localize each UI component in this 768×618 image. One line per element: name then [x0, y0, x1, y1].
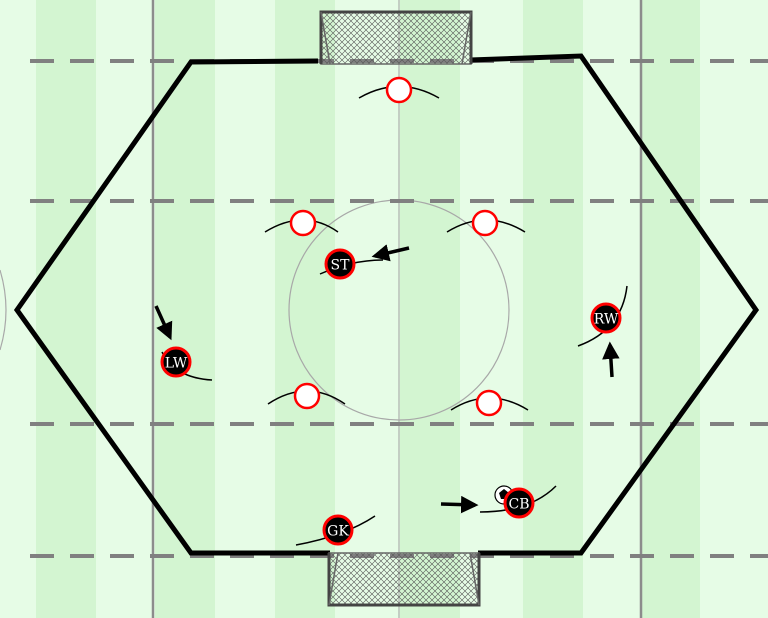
stripe — [36, 0, 96, 618]
hexagon-boundary — [13, 53, 760, 556]
player-marker — [590, 302, 622, 334]
players: ST LW RW CB GK — [160, 248, 622, 546]
player-label: RW — [594, 312, 619, 328]
arrow-rw — [602, 341, 620, 378]
cones — [264, 76, 529, 417]
player-st: ST — [324, 248, 356, 280]
stripe — [523, 0, 583, 618]
cone-lower-right — [475, 389, 503, 417]
stripe — [155, 0, 215, 618]
bottom-goal — [327, 552, 481, 607]
goal-frame — [319, 10, 473, 64]
goal-side — [328, 552, 480, 606]
player-cb: CB — [503, 487, 535, 519]
player-label: LW — [165, 356, 188, 372]
player-label: ST — [331, 258, 351, 274]
player-marker — [160, 346, 192, 378]
player-label: GK — [327, 524, 349, 540]
left-circle-arc — [0, 269, 7, 351]
goal-frame — [327, 553, 481, 607]
arrow-lw — [154, 305, 173, 341]
top-goal — [319, 10, 473, 65]
stripe — [640, 0, 700, 618]
stripe — [400, 0, 460, 618]
cone-upper-left — [289, 209, 317, 237]
goal-side — [320, 11, 472, 65]
player-label: CB — [509, 497, 530, 513]
movement-arrows — [154, 244, 620, 514]
player-rw: RW — [590, 302, 622, 334]
player-marker — [322, 514, 354, 546]
arrow-cb — [440, 495, 479, 514]
goal-net — [328, 552, 480, 606]
cone-upper-right — [471, 209, 499, 237]
cone-top — [385, 76, 413, 104]
player-marker — [324, 248, 356, 280]
player-gk: GK — [322, 514, 354, 546]
stripe — [275, 0, 335, 618]
player-lw: LW — [160, 346, 192, 378]
goal-net — [320, 11, 472, 65]
arrow-st — [371, 244, 410, 262]
cone-lower-left — [293, 382, 321, 410]
player-marker — [503, 487, 535, 519]
